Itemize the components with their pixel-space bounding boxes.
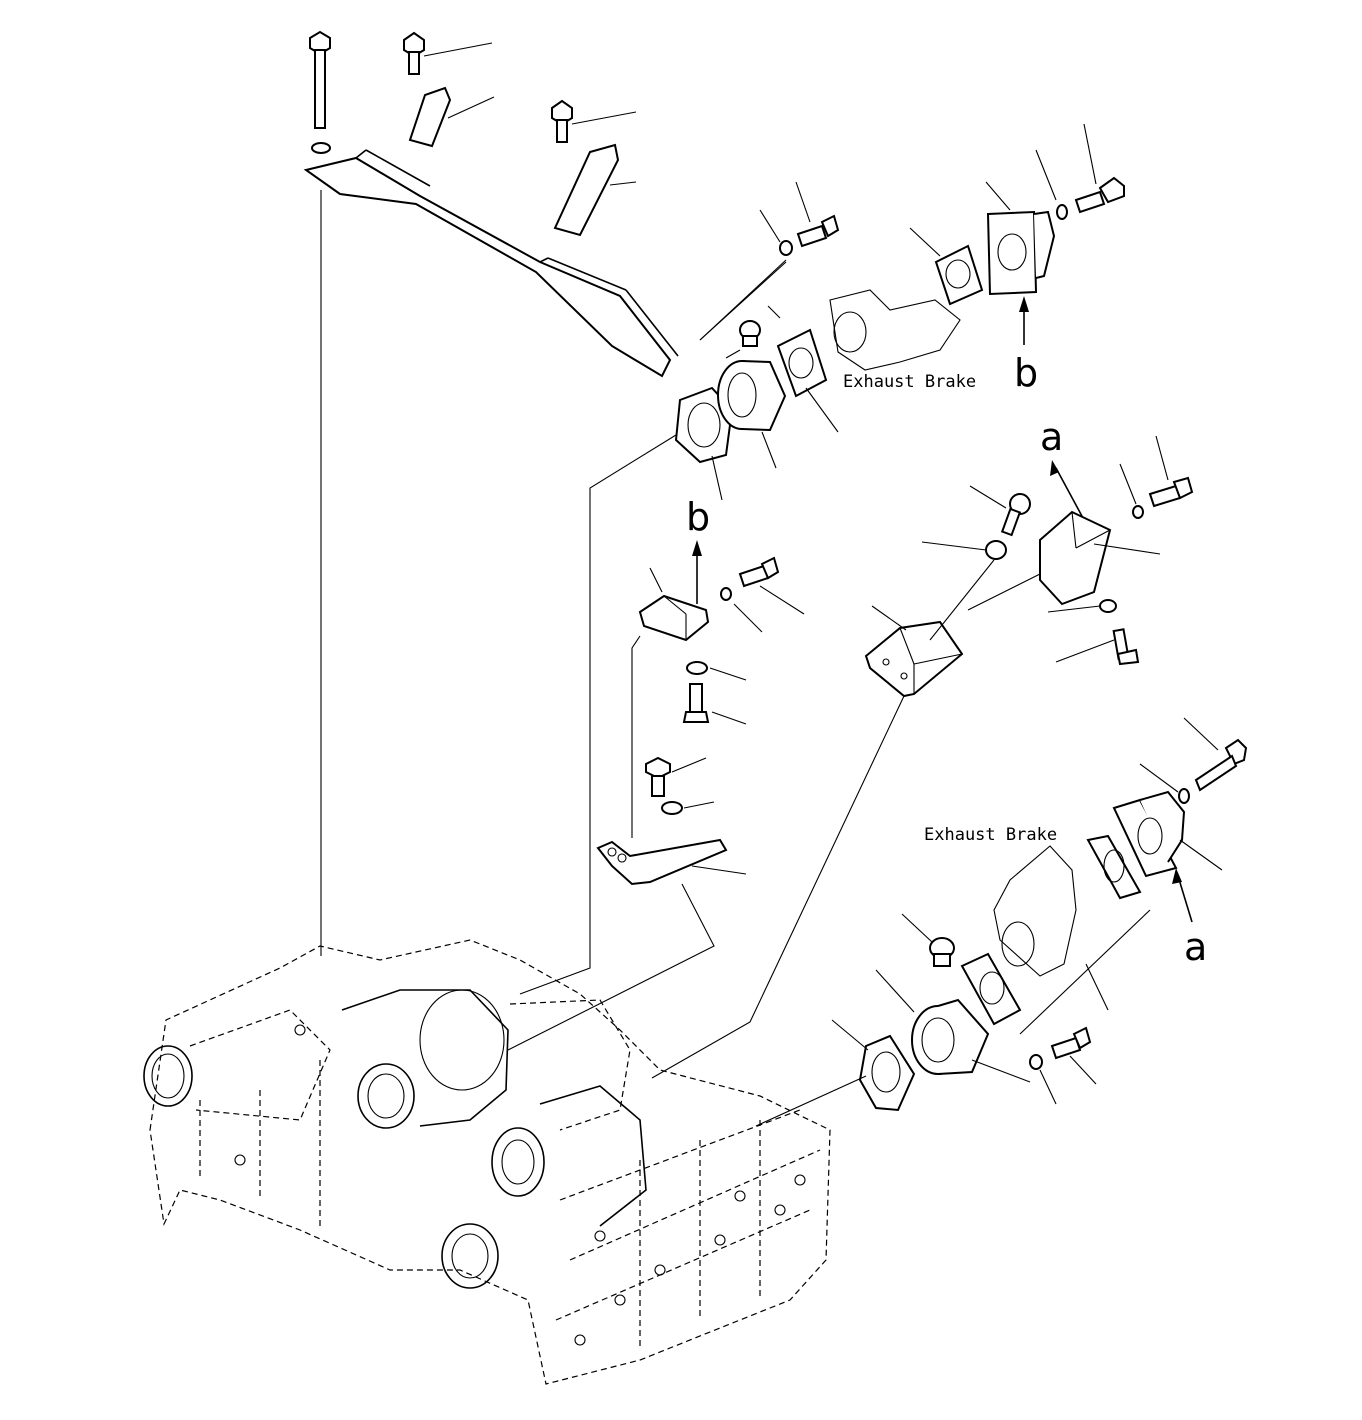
exhaust-brake-upper (519, 123, 1125, 995)
support-beam (303, 149, 679, 378)
exhaust-brake-label-lower: Exhaust Brake (924, 825, 1057, 845)
ref-letter-a-upper: a (1040, 415, 1063, 459)
bracket-lower-left (507, 756, 747, 1051)
exhaust-brake-lower (755, 717, 1248, 1127)
bracket-center (651, 559, 1041, 1079)
bracket-b (631, 540, 805, 838)
bolt-bracket-center (551, 99, 637, 237)
ref-letter-b-lower: b (686, 495, 710, 539)
engine-block (143, 939, 831, 1385)
bolt-bracket-upper (403, 31, 495, 148)
ref-letter-a-lower: a (1184, 925, 1207, 969)
bracket-a (921, 435, 1194, 666)
long-bolt-left (309, 30, 331, 154)
exhaust-brake-label-upper: Exhaust Brake (843, 372, 976, 392)
ref-letter-b-upper: b (1014, 351, 1038, 395)
